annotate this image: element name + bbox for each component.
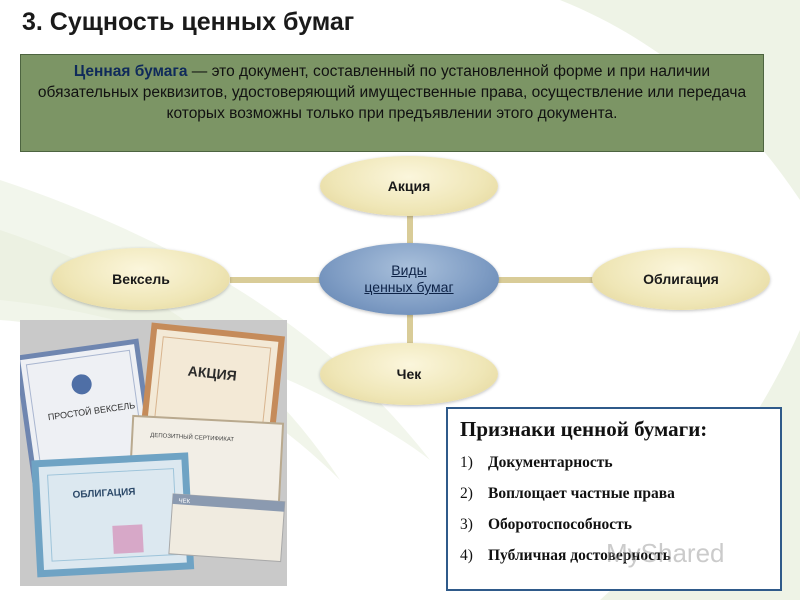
list-item: 3) Оборотоспособность — [460, 516, 768, 547]
securities-photo: ПРОСТОЙ ВЕКСЕЛЬ АКЦИЯ ДЕПОЗИТНЫЙ СЕРТИФИ… — [20, 320, 287, 586]
definition-term: Ценная бумага — [73, 63, 188, 80]
node-akciya: Акция — [320, 156, 498, 216]
list-item-number: 1) — [460, 454, 473, 471]
properties-box: Признаки ценной бумаги: 1) Документарност… — [446, 407, 782, 591]
node-center: Виды ценных бумаг — [319, 243, 499, 315]
node-akciya-label: Акция — [387, 178, 431, 194]
list-item-text: Оборотоспособность — [488, 516, 632, 533]
list-item-text: Воплощает частные права — [488, 485, 675, 502]
properties-list: 1) Документарность 2) Воплощает частные пр… — [460, 454, 768, 578]
list-item: 2) Воплощает частные права — [460, 485, 768, 516]
list-item-text: Публичная достоверность — [488, 547, 671, 564]
chek-label: ЧЕК — [178, 498, 190, 505]
properties-title: Признаки ценной бумаги: — [460, 417, 708, 441]
node-chek: Чек — [320, 343, 498, 405]
node-chek-label: Чек — [396, 366, 422, 382]
list-item-number: 2) — [460, 485, 473, 502]
node-obligaciya-label: Облигация — [643, 271, 719, 287]
list-item: 1) Документарность — [460, 454, 768, 485]
node-obligaciya: Облигация — [592, 248, 770, 310]
node-center-line1: Виды — [391, 262, 427, 278]
list-item: 4) Публичная достоверность — [460, 547, 768, 578]
watermark: MyShared — [606, 538, 766, 574]
slide-title: 3. Сущность ценных бумаг — [22, 8, 355, 36]
obligaciya-label: ОБЛИГАЦИЯ — [72, 487, 135, 501]
watermark-text: MyShared — [606, 538, 725, 568]
list-item-text: Документарность — [488, 454, 613, 471]
list-item-number: 4) — [460, 547, 473, 564]
definition-text: — это документ, составленный по установл… — [37, 63, 747, 122]
node-veksel-label: Вексель — [112, 271, 170, 287]
akciya-label: АКЦИЯ — [187, 363, 237, 384]
securities-illustration: ПРОСТОЙ ВЕКСЕЛЬ АКЦИЯ ДЕПОЗИТНЫЙ СЕРТИФИ… — [20, 320, 287, 586]
list-item-number: 3) — [460, 516, 473, 533]
definition-box: Ценная бумага — это документ, составленн… — [20, 54, 764, 152]
node-veksel: Вексель — [52, 248, 230, 310]
node-center-line2: ценных бумаг — [364, 279, 454, 295]
